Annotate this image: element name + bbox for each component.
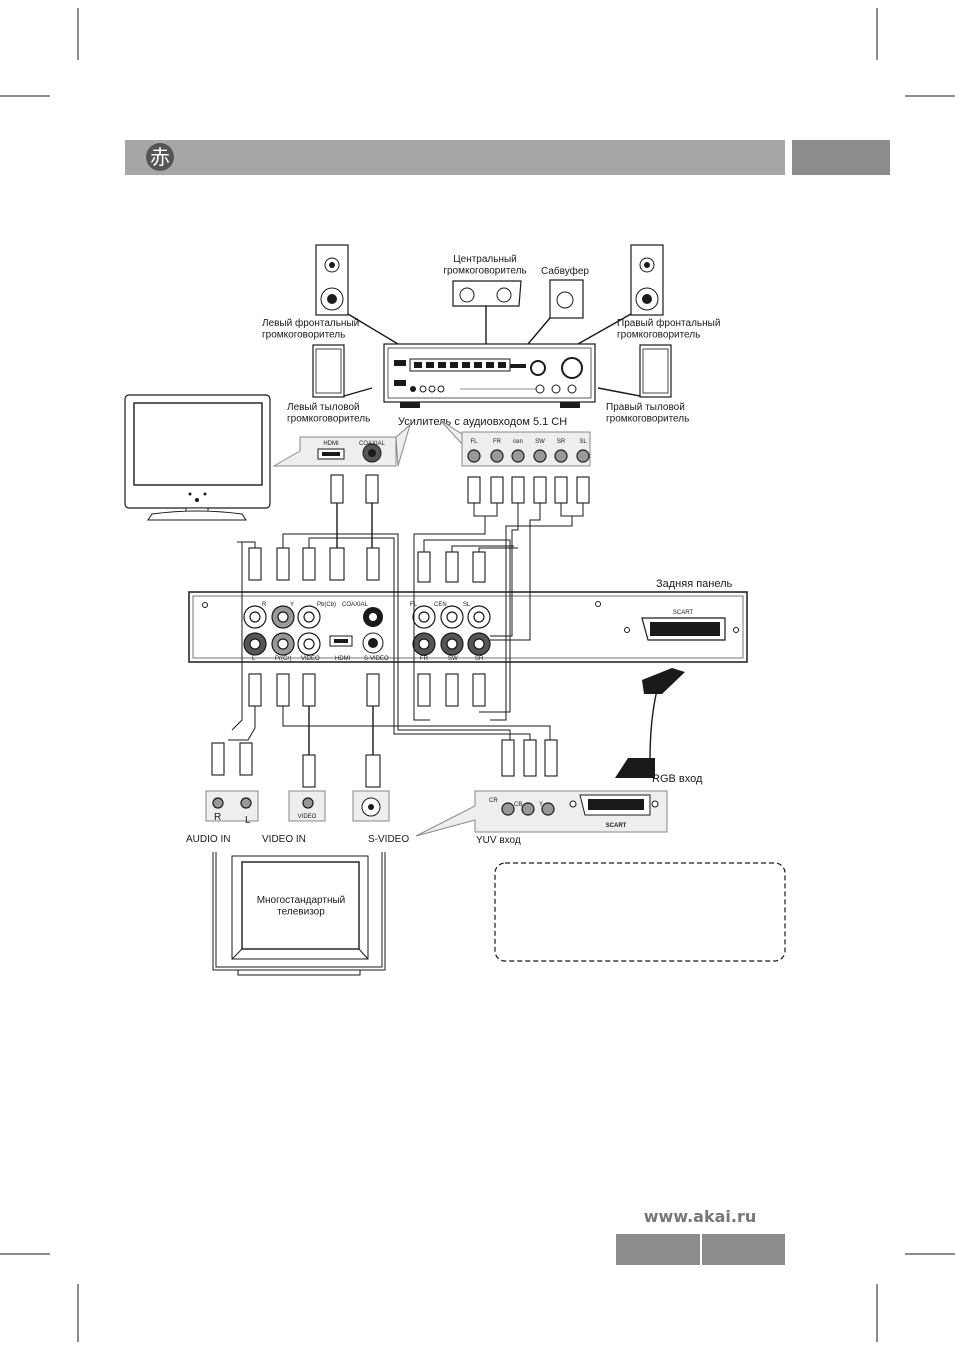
label-yuv-y: Y — [539, 802, 543, 808]
speaker-rear-left — [312, 344, 345, 398]
cables — [228, 503, 658, 761]
callout-hdmi-coaxial — [272, 423, 411, 467]
rear-label-coaxial: COAXIAL — [342, 602, 369, 608]
speaker-center — [452, 280, 522, 307]
panel-bottom-plugs — [248, 673, 486, 707]
label-yuv-cb: CB — [514, 802, 522, 808]
rear-label-sl: SL — [463, 602, 471, 608]
rear-label-sr: SR — [475, 656, 484, 662]
amp-input-sr: SR — [557, 439, 566, 445]
scart-plugs — [615, 668, 685, 778]
note-box — [494, 862, 786, 962]
rear-label-y: Y — [290, 602, 294, 608]
rear-panel-labels: R Y Pb(Cb) L Pr(Cr) VIDEO HDMI COAXIAL S… — [252, 602, 693, 662]
flat-panel-tv — [124, 394, 271, 521]
label-coaxial: COAXIAL — [359, 441, 386, 447]
rear-label-video: VIDEO — [301, 656, 320, 662]
label-tv-r: R — [214, 812, 221, 823]
label-video-in: VIDEO IN — [262, 834, 306, 845]
label-subwoofer: Сабвуфер — [541, 265, 589, 277]
header-bar: 赤 — [125, 140, 890, 175]
rear-label-scart: SCART — [673, 610, 694, 616]
rear-label-fr: FR — [420, 656, 429, 662]
label-hdmi: HDMI — [323, 441, 339, 447]
tv-audio-inputs — [205, 790, 259, 822]
speaker-rear-right — [639, 344, 672, 398]
speaker-wires — [343, 306, 641, 397]
amp-input-fr: FR — [493, 439, 502, 445]
rear-label-s-video: S-VIDEO — [364, 656, 389, 662]
amp-input-sl: SL — [579, 439, 587, 445]
label-audio-in: AUDIO IN — [186, 834, 230, 845]
label-yuv-input: YUV вход — [476, 835, 521, 846]
tv-plugs — [211, 739, 558, 788]
player-rear-panel — [188, 591, 748, 663]
label-tv-video: VIDEO — [298, 814, 317, 820]
amp-input-labels: FL FR cen SW SR SL — [470, 439, 587, 445]
rear-label-sw: SW — [448, 656, 458, 662]
rear-label-pr: Pr(Cr) — [275, 656, 291, 662]
panel-top-plugs — [248, 547, 486, 583]
brand-logo-glyph: 赤 — [150, 145, 170, 169]
website-url: www.akai.ru — [644, 1207, 756, 1226]
amplifier — [383, 343, 596, 408]
speaker-front-right — [630, 244, 664, 316]
label-tv-s-video: S-VIDEO — [368, 834, 409, 845]
rear-label-l: L — [252, 656, 256, 662]
speaker-front-left — [315, 244, 349, 316]
crop-marks — [0, 8, 955, 1342]
label-yuv-scart: SCART — [606, 823, 627, 829]
rear-label-hdmi: HDMI — [335, 656, 351, 662]
amp-input-cen: cen — [513, 439, 523, 445]
label-yuv-cr: CR — [489, 798, 498, 804]
label-amplifier: Усилитель с аудиовходом 5.1 CH — [398, 416, 567, 428]
amp-input-jacks — [467, 449, 590, 463]
speaker-subwoofer — [549, 279, 584, 319]
callout-amp-inputs — [439, 419, 591, 467]
multistandard-tv — [212, 852, 386, 976]
footer-tabs — [616, 1234, 785, 1265]
rear-label-r: R — [262, 602, 267, 608]
amp-input-sw: SW — [535, 439, 545, 445]
amp-plugs — [467, 476, 590, 504]
label-rgb-input: RGB вход — [652, 773, 703, 785]
label-tv-l: L — [245, 815, 251, 826]
yuv-scart-callout — [415, 790, 668, 837]
label-rear-panel: Задняя панель — [656, 578, 733, 590]
tv-video-input — [288, 790, 326, 822]
hdmi-coax-plugs — [330, 474, 379, 504]
tv-s-video-input — [352, 790, 390, 822]
amp-input-fl: FL — [470, 439, 478, 445]
rear-label-cen: CEN — [434, 602, 447, 608]
rear-label-pb: Pb(Cb) — [317, 602, 336, 608]
